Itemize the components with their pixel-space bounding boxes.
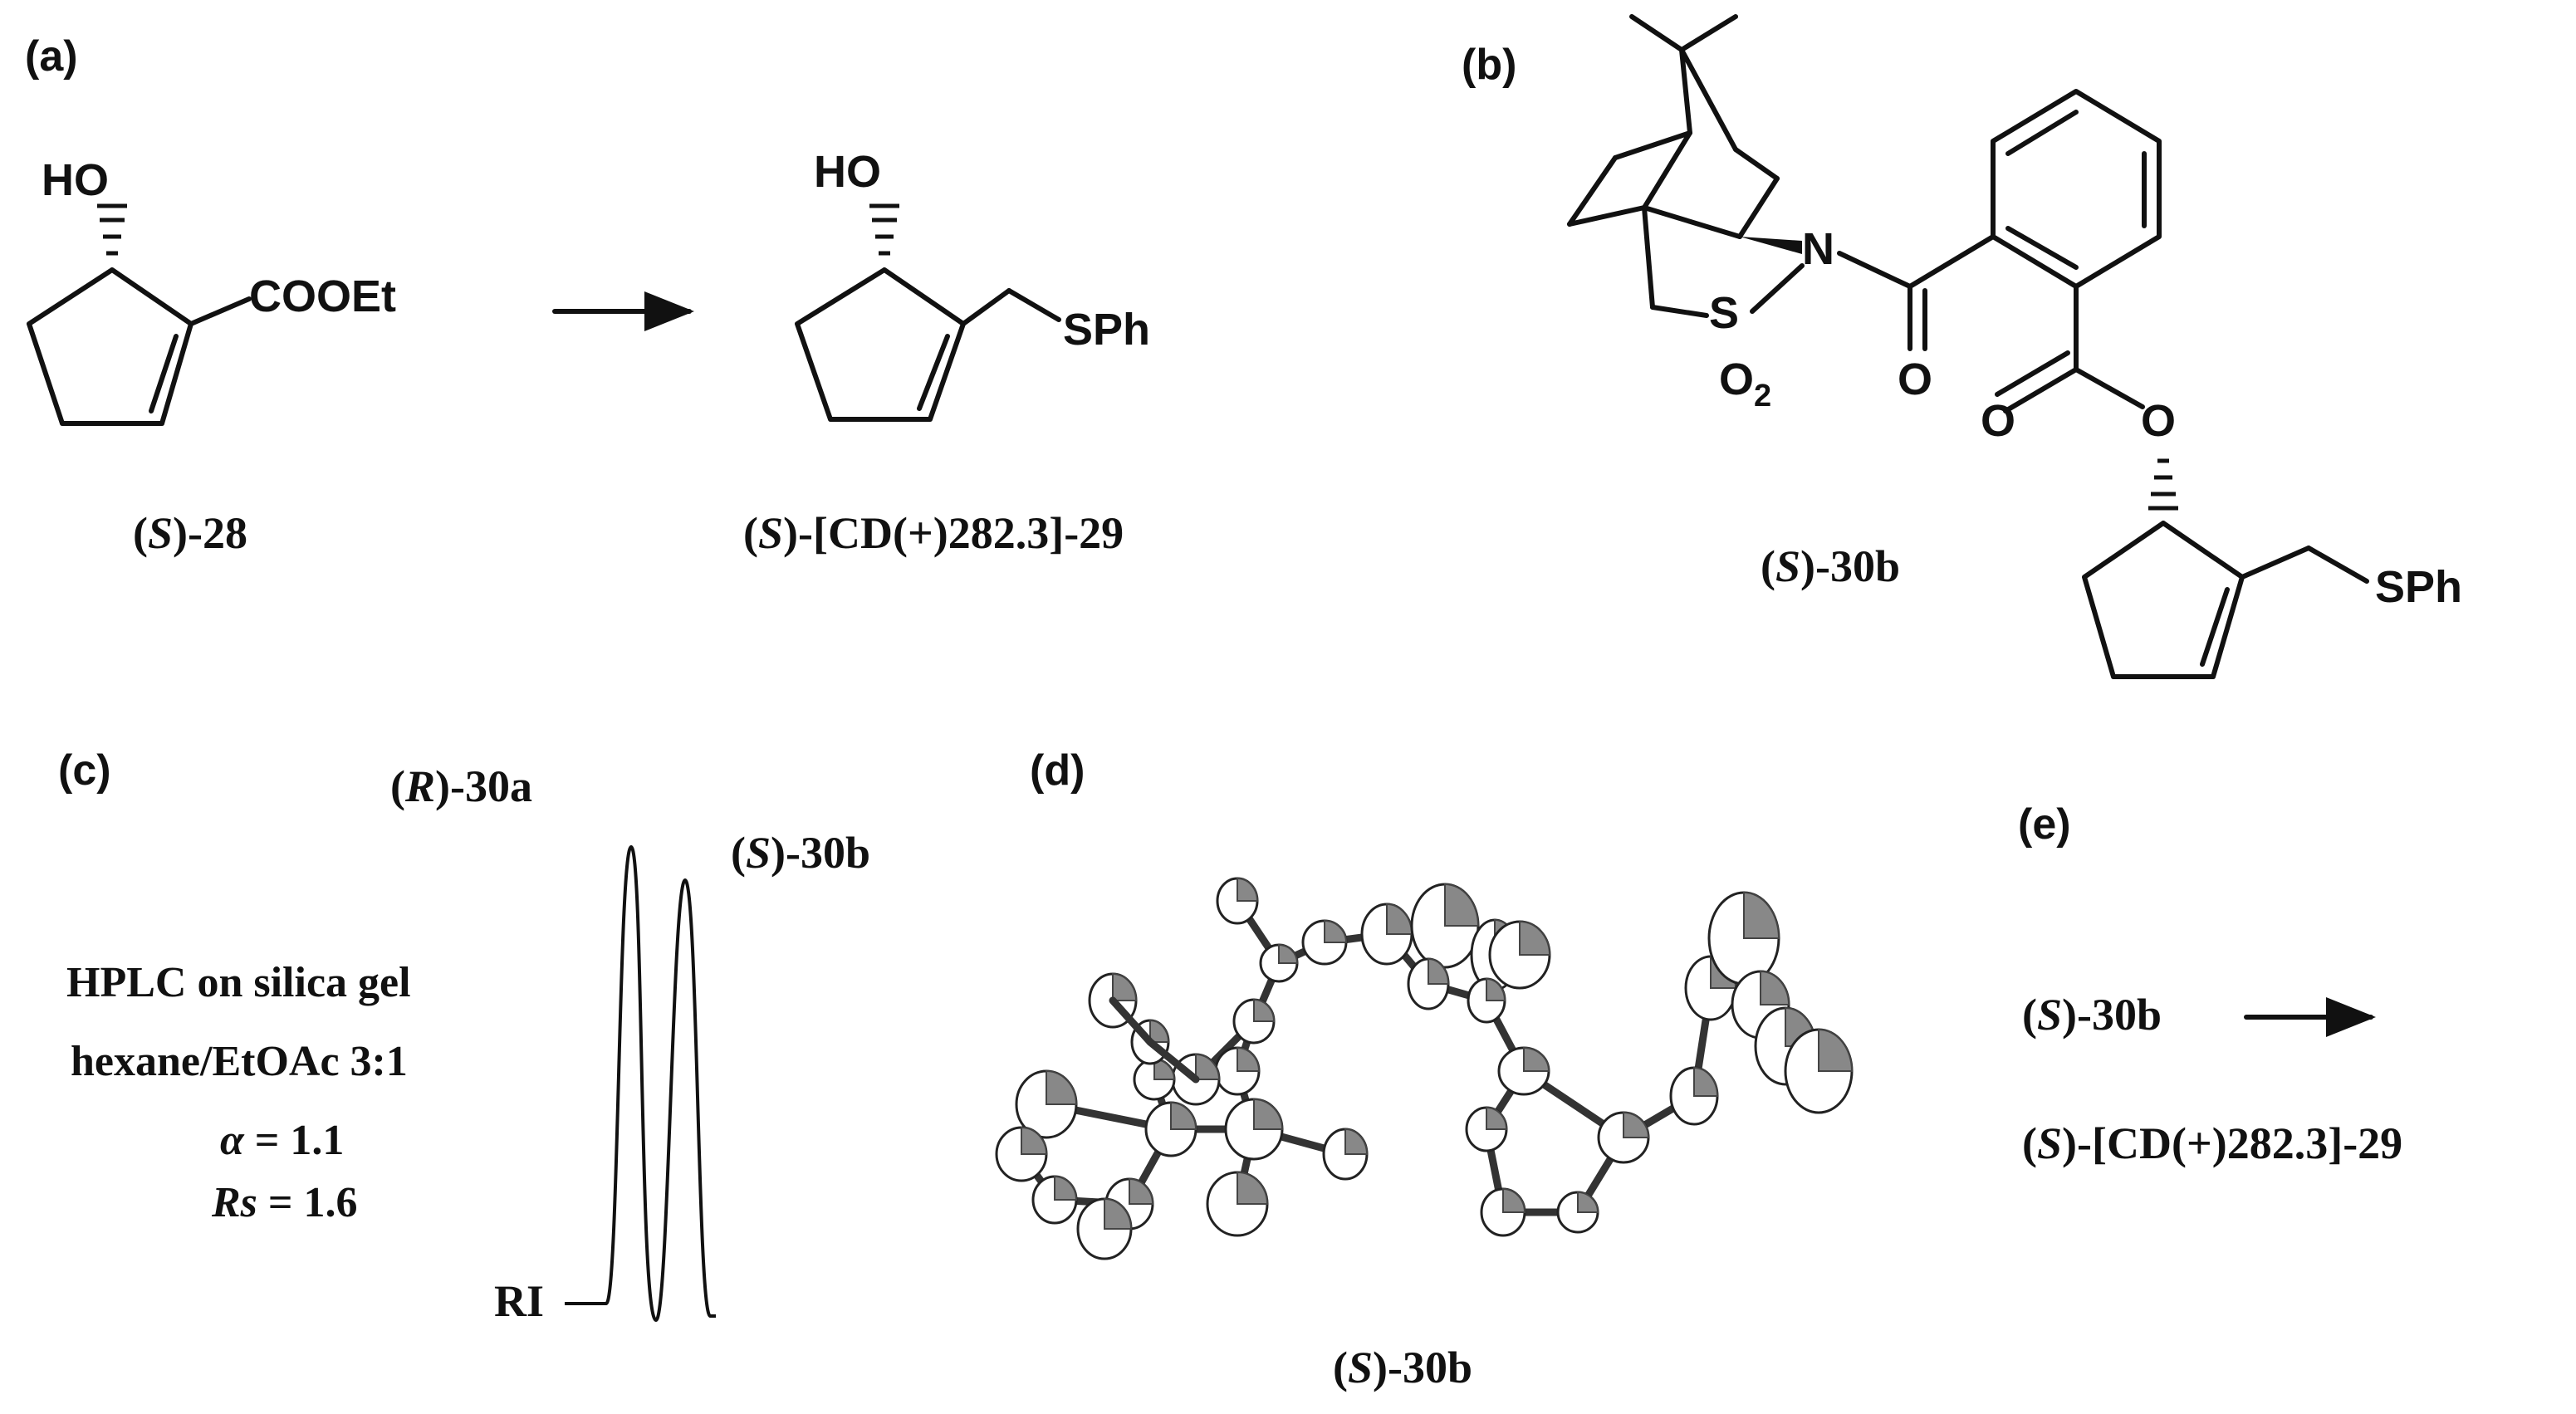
atom-o-ester: O <box>1981 396 2015 446</box>
atom-o-amide: O <box>1898 355 1932 404</box>
atom-sph: SPh <box>1063 305 1150 355</box>
panel-a: (a) HO COOEt (S)-28 <box>25 32 1150 558</box>
panel-c: (c) (R)-30a (S)-30b HPLC on silica gel h… <box>58 746 870 1326</box>
panel-b: (b) N S O2 O <box>1462 14 2462 679</box>
panel-e-label: (e) <box>2018 800 2071 849</box>
compound-29-descriptor: [CD(+)282.3]-29 <box>813 508 1124 558</box>
config-s: S <box>1775 541 1800 591</box>
hplc-conditions-line1: HPLC on silica gel <box>66 959 411 1006</box>
atom-sph-b: SPh <box>2375 562 2462 612</box>
panel-d: (d) <box>995 746 1854 1392</box>
peak-label-30a: (R)-30a <box>390 761 532 811</box>
compound-29-label: (S)-[CD(+)282.3]-29 <box>743 508 1124 558</box>
config-s: S <box>758 508 783 558</box>
panel-a-label: (a) <box>25 32 78 81</box>
compound-30b-structure: N S O2 O O O <box>1567 14 2462 679</box>
compound-28-structure: HO COOEt <box>27 155 396 426</box>
detector-label: RI <box>494 1276 544 1326</box>
atom-ho: HO <box>42 155 109 205</box>
config-s: S <box>746 828 771 878</box>
compound-30b-label: (S)-30b <box>1761 541 1900 591</box>
product-29-label: (S)-[CD(+)282.3]-29 <box>2022 1118 2402 1168</box>
panel-b-label: (b) <box>1462 41 1516 89</box>
atom-o2: O2 <box>1719 355 1771 413</box>
atom-cooet: COOEt <box>249 272 396 321</box>
panel-e: (e) (S)-30b (S)-[CD(+)282.3]-29 <box>2018 800 2402 1168</box>
config-s: S <box>2037 990 2062 1040</box>
reactant-30b-label: (S)-30b <box>2022 990 2162 1040</box>
panel-c-label: (c) <box>58 746 111 795</box>
compound-28-number: 28 <box>203 508 247 558</box>
config-s: S <box>2037 1118 2062 1168</box>
config-s: S <box>148 508 173 558</box>
peak-label-30b: (S)-30b <box>731 828 870 878</box>
atom-o-link: O <box>2141 396 2176 446</box>
config-s: S <box>1348 1343 1373 1392</box>
atom-s: S <box>1709 288 1739 338</box>
ortep-structure <box>995 877 1854 1260</box>
chromatogram-trace <box>565 844 716 1323</box>
compound-30b-number: 30b <box>1830 541 1900 591</box>
resolution-value: Rs = 1.6 <box>211 1179 358 1226</box>
ortep-label: (S)-30b <box>1333 1343 1472 1392</box>
atom-n: N <box>1802 224 1834 274</box>
atom-ho-2: HO <box>814 147 881 197</box>
hplc-conditions-line2: hexane/EtOAc 3:1 <box>71 1038 408 1085</box>
separation-factor: α = 1.1 <box>220 1117 344 1164</box>
panel-d-label: (d) <box>1030 746 1085 795</box>
config-r: R <box>404 761 435 811</box>
compound-29-structure: HO SPh <box>795 147 1150 422</box>
compound-28-label: (S)-28 <box>133 508 247 558</box>
